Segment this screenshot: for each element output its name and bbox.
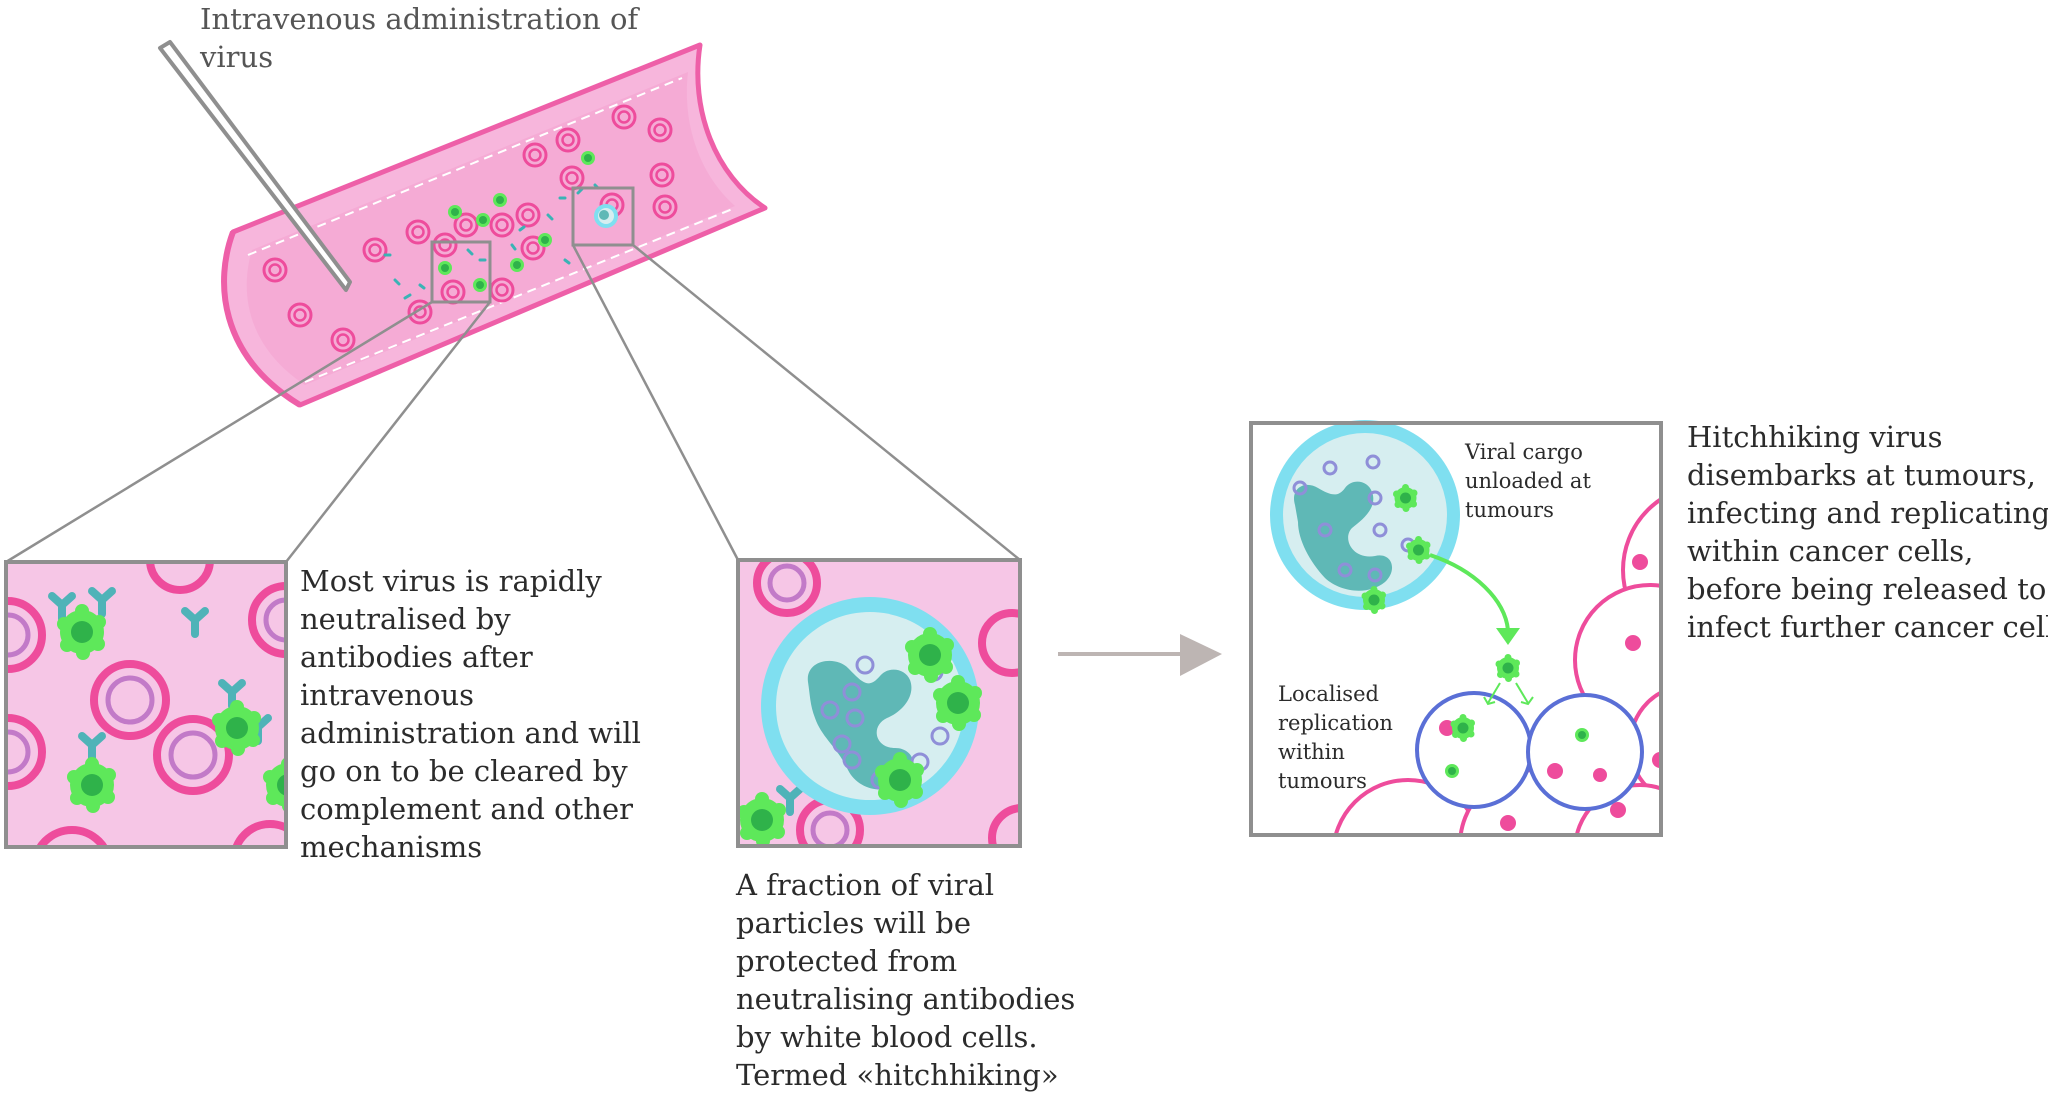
administration-line: virus bbox=[200, 40, 274, 74]
disembarks-line: within cancer cells, bbox=[1687, 534, 1974, 568]
hitchhiking-line: neutralising antibodies bbox=[736, 982, 1076, 1016]
viral-cargo-line: unloaded at bbox=[1465, 469, 1591, 493]
disembarks-caption: Hitchhiking virus disembarks at tumours,… bbox=[1687, 418, 2048, 646]
zoom-box-hitchhiking bbox=[571, 186, 635, 247]
white-blood-cell-icon bbox=[1270, 420, 1460, 614]
hitchhiking-panel bbox=[736, 558, 1022, 848]
disembarks-line: before being released to bbox=[1687, 572, 2047, 606]
hitchhiking-line: Termed «hitchhiking» bbox=[736, 1058, 1059, 1092]
neutralised-line: neutralised by bbox=[300, 602, 511, 636]
vessel-white-cell bbox=[594, 204, 618, 228]
neutralised-line: intravenous bbox=[300, 678, 474, 712]
localised-line: tumours bbox=[1278, 769, 1367, 793]
zoom-box-neutralised bbox=[430, 240, 492, 304]
neutralised-panel bbox=[4, 560, 288, 849]
release-arrow-icon bbox=[1429, 553, 1534, 706]
tumour-panel bbox=[1249, 420, 1663, 837]
red-blood-cell-icon bbox=[6, 562, 286, 847]
neutralised-line: mechanisms bbox=[300, 830, 483, 864]
disembarks-line: infecting and replicating bbox=[1687, 496, 2048, 530]
localised-line: replication bbox=[1278, 711, 1393, 735]
hitchhiking-line: particles will be bbox=[736, 906, 972, 940]
administration-label: Intravenous administration of virus bbox=[200, 0, 638, 76]
localised-replication-label: Localised replication within tumours bbox=[1278, 680, 1393, 796]
administration-line: Intravenous administration of bbox=[200, 2, 639, 36]
neutralised-line: antibodies after bbox=[300, 640, 533, 674]
zoom-connectors bbox=[5, 244, 1021, 564]
neutralised-line: complement and other bbox=[300, 792, 633, 826]
hitchhiking-line: A fraction of viral bbox=[736, 868, 995, 902]
hitchhiking-line: by white blood cells. bbox=[736, 1020, 1038, 1054]
neutralised-line: Most virus is rapidly bbox=[300, 564, 602, 598]
neutralised-line: go on to be cleared by bbox=[300, 754, 628, 788]
white-blood-cell-icon bbox=[761, 597, 982, 815]
disembarks-line: disembarks at tumours, bbox=[1687, 458, 2036, 492]
localised-line: within bbox=[1278, 740, 1345, 764]
needle-icon bbox=[158, 40, 352, 292]
localised-line: Localised bbox=[1278, 682, 1379, 706]
hitchhiking-caption: A fraction of viral particles will be pr… bbox=[736, 866, 1075, 1094]
arrow-right-icon bbox=[1058, 634, 1222, 676]
viral-cargo-label: Viral cargo unloaded at tumours bbox=[1465, 438, 1591, 525]
vessel-opening-rim bbox=[221, 230, 302, 408]
disembarks-line: infect further cancer cells bbox=[1687, 610, 2048, 644]
neutralised-line: administration and will bbox=[300, 716, 641, 750]
viral-cargo-line: tumours bbox=[1465, 498, 1554, 522]
hitchhiking-line: protected from bbox=[736, 944, 958, 978]
viral-cargo-line: Viral cargo bbox=[1465, 440, 1583, 464]
disembarks-line: Hitchhiking virus bbox=[1687, 420, 1943, 454]
vessel-dashed-lining bbox=[247, 77, 736, 383]
neutralised-caption: Most virus is rapidly neutralised by ant… bbox=[300, 562, 641, 866]
